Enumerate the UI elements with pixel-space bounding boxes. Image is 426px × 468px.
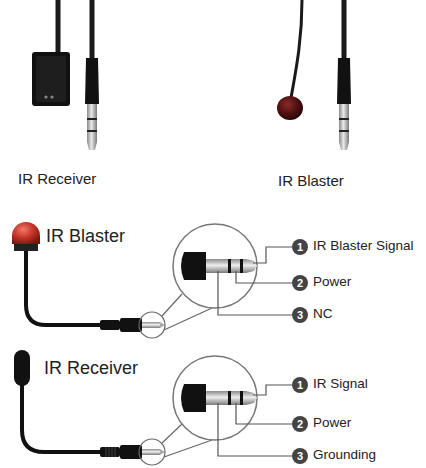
receiver-face <box>36 56 66 102</box>
leader-line <box>218 271 292 315</box>
zoom-circle <box>139 439 165 465</box>
leader-line <box>253 247 292 263</box>
jack-body-zoom <box>181 384 206 412</box>
jack-ring-zoom <box>228 259 231 273</box>
receiver-body <box>32 52 70 106</box>
cable <box>26 250 104 325</box>
cable <box>56 0 61 56</box>
leader-line <box>236 403 292 424</box>
leader-line <box>218 403 292 456</box>
receiver-photo <box>32 0 99 150</box>
receiver-pinout <box>14 350 308 465</box>
jack-body <box>337 58 351 104</box>
pin-name: IR Signal <box>313 376 368 391</box>
jack-ring <box>339 118 349 120</box>
callout-circle <box>292 275 308 291</box>
jack-plug <box>142 449 160 455</box>
jack-tip-zoom <box>246 391 257 405</box>
receiver-head <box>14 350 30 386</box>
callout-number: 1 <box>292 239 308 255</box>
jack-tip-zoom <box>246 259 257 273</box>
zoom-leader <box>162 424 182 443</box>
callout-circle <box>292 307 308 323</box>
part-name: IR Blaster <box>46 226 125 247</box>
jack-plug-zoom <box>206 259 246 273</box>
jack-tip <box>339 142 349 150</box>
jack-plug-zoom <box>206 391 246 405</box>
callout-circle <box>292 448 308 464</box>
zoom-circle <box>173 356 257 440</box>
photo-caption: IR Blaster <box>278 172 344 189</box>
callout-circle <box>292 416 308 432</box>
jack-ring <box>339 130 349 132</box>
callout-number: 1 <box>292 377 308 393</box>
photo-caption: IR Receiver <box>18 170 96 187</box>
callout-number: 2 <box>292 275 308 291</box>
strain-relief <box>100 447 120 457</box>
jack-body-zoom <box>181 252 206 280</box>
cable <box>22 382 104 452</box>
pin-name: Grounding <box>313 447 376 462</box>
pin-name: IR Blaster Signal <box>313 238 414 253</box>
zoom-circle <box>173 224 257 308</box>
callout-circle <box>292 377 308 393</box>
part-name: IR Receiver <box>44 358 138 379</box>
jack-ring <box>87 130 97 132</box>
jack-ring-zoom <box>228 391 231 405</box>
blaster-head <box>12 222 40 244</box>
receiver-pin <box>50 95 53 98</box>
cable <box>90 0 95 60</box>
callout-number: 2 <box>292 416 308 432</box>
callout-number: 3 <box>292 307 308 323</box>
pin-name: Power <box>313 415 351 430</box>
callout-circle <box>292 239 308 255</box>
zoom-circle <box>139 312 165 338</box>
blaster-photo <box>277 0 351 150</box>
zoom-leader <box>162 294 182 316</box>
cable <box>291 0 302 98</box>
jack-ring <box>87 118 97 120</box>
callout-number: 3 <box>292 448 308 464</box>
blaster-head <box>277 96 303 120</box>
jack-ring-zoom <box>240 391 243 405</box>
cable <box>342 0 347 60</box>
jack-plug <box>142 322 160 328</box>
zoom-leader <box>164 440 212 457</box>
jack-ring-zoom <box>240 259 243 273</box>
leader-line <box>253 385 292 395</box>
pin-name: NC <box>313 306 333 321</box>
receiver-pin <box>44 95 47 98</box>
blaster-base <box>14 244 38 251</box>
jack-tip <box>87 142 97 150</box>
strain-relief <box>100 320 120 330</box>
jack-body <box>85 58 99 104</box>
jack-plug <box>339 104 349 142</box>
leader-line <box>236 271 292 283</box>
blaster-pinout <box>12 222 308 338</box>
strain-relief <box>106 447 115 457</box>
jack-plug <box>87 104 97 142</box>
pin-name: Power <box>313 274 351 289</box>
zoom-leader <box>164 308 212 330</box>
